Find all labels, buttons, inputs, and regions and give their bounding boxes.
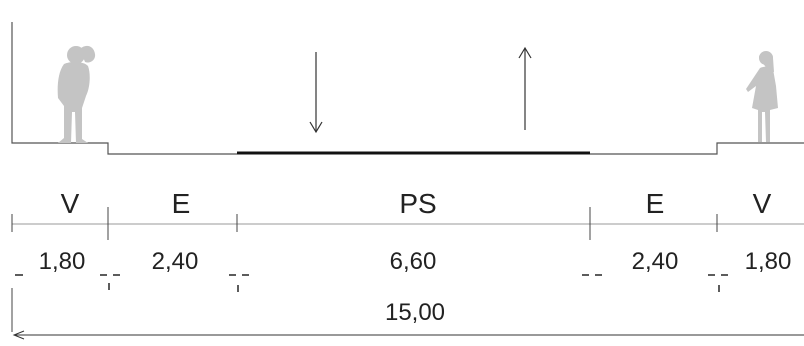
left-sidewalk-profile xyxy=(11,22,237,155)
total-width-label: 15,00 xyxy=(385,299,445,326)
zone-widths: 1,80 2,40 6,60 2,40 1,80 xyxy=(39,248,792,275)
total-dimension: 15,00 xyxy=(11,288,804,340)
zone-width-e-right: 2,40 xyxy=(632,248,679,275)
right-sidewalk-profile xyxy=(590,142,804,155)
up-arrow-icon xyxy=(518,46,532,130)
total-dimension-arrowhead xyxy=(12,330,25,340)
zone-code-e-left: E xyxy=(172,188,191,219)
dimension-dashes xyxy=(15,274,728,292)
zone-width-v-left: 1,80 xyxy=(39,248,86,275)
zone-code-ps: PS xyxy=(399,188,436,219)
zone-width-ps: 6,60 xyxy=(390,248,437,275)
zone-code-e-right: E xyxy=(646,188,665,219)
zone-labels: V E PS E V xyxy=(61,188,772,219)
zone-width-e-left: 2,40 xyxy=(152,248,199,275)
woman-silhouette-icon xyxy=(746,51,778,142)
zone-code-v-left: V xyxy=(61,188,80,219)
down-arrow-icon xyxy=(309,52,323,134)
ground-profile xyxy=(11,22,804,155)
zone-width-v-right: 1,80 xyxy=(745,248,792,275)
man-silhouette-icon xyxy=(57,45,96,144)
zone-code-v-right: V xyxy=(753,188,772,219)
zone-divider xyxy=(11,207,804,240)
